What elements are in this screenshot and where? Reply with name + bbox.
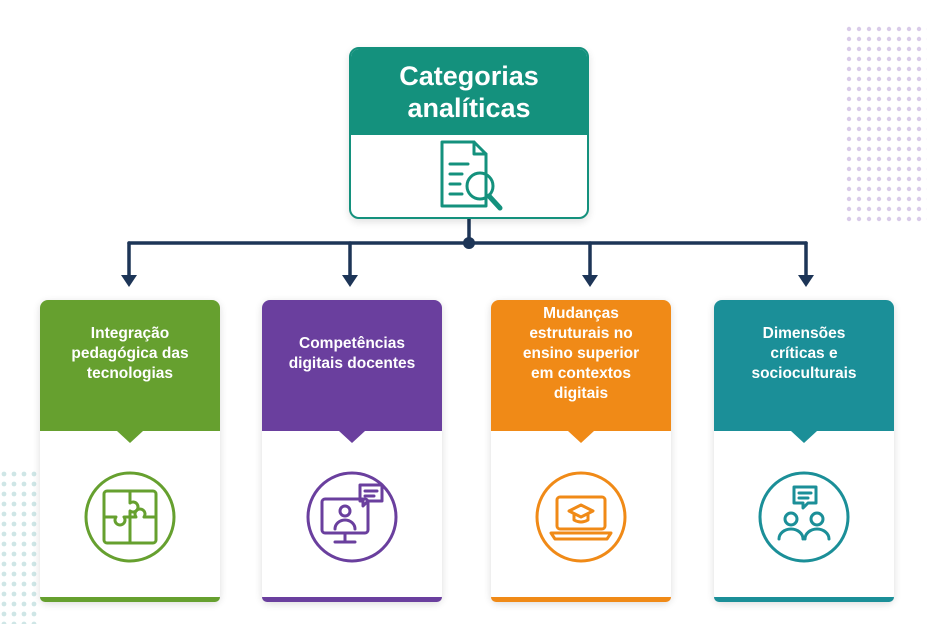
category-label-line: Competências bbox=[299, 334, 405, 352]
category-card-header: Competências digitais docentes bbox=[262, 300, 442, 443]
category-label-line: estruturais no bbox=[529, 324, 633, 342]
category-label-line: pedagógica das bbox=[71, 344, 189, 362]
decorative-dots-bottom-left bbox=[0, 470, 40, 624]
arrowhead bbox=[798, 275, 814, 287]
category-label-line: socioculturais bbox=[751, 364, 857, 382]
category-card-header: Integração pedagógica das tecnologias bbox=[40, 300, 220, 443]
category-label-line: Dimensões bbox=[762, 324, 846, 342]
category-label-line: Integração bbox=[90, 324, 170, 342]
online-teacher-icon bbox=[306, 471, 398, 562]
root-category-box: Categorias analíticas bbox=[349, 47, 589, 219]
category-label: Mudanças estruturais no ensino superior … bbox=[523, 304, 639, 404]
junction-dot bbox=[463, 237, 475, 249]
category-label-line: digitais docentes bbox=[288, 354, 416, 372]
category-card-integracao: Integração pedagógica das tecnologias bbox=[40, 300, 220, 602]
discussion-group-icon bbox=[758, 471, 850, 562]
category-label: Dimensões críticas e socioculturais bbox=[751, 324, 856, 384]
category-card-dimensoes: Dimensões críticas e socioculturais bbox=[714, 300, 894, 602]
arrowhead bbox=[582, 275, 598, 287]
category-label-line: tecnologias bbox=[86, 364, 174, 382]
category-card-header: Mudanças estruturais no ensino superior … bbox=[491, 300, 671, 443]
category-card-mudancas: Mudanças estruturais no ensino superior … bbox=[491, 300, 671, 602]
laptop-graduation-icon bbox=[535, 471, 627, 562]
root-title-line2: analíticas bbox=[407, 93, 531, 123]
category-card-header: Dimensões críticas e socioculturais bbox=[714, 300, 894, 443]
arrowhead bbox=[342, 275, 358, 287]
category-label-line: digitais bbox=[553, 384, 609, 402]
root-title-line1: Categorias bbox=[399, 61, 539, 91]
puzzle-icon bbox=[84, 471, 176, 562]
category-label-line: ensino superior bbox=[522, 344, 640, 362]
document-search-icon bbox=[440, 140, 503, 211]
decorative-dots-top-right bbox=[845, 25, 927, 225]
arrowhead bbox=[121, 275, 137, 287]
category-label-line: Mudanças bbox=[543, 304, 619, 322]
category-label-line: críticas e bbox=[770, 344, 838, 362]
category-label: Competências digitais docentes bbox=[289, 334, 416, 374]
category-label: Integração pedagógica das tecnologias bbox=[71, 324, 188, 384]
connector-lines bbox=[121, 217, 814, 287]
root-title: Categorias analíticas bbox=[351, 49, 587, 135]
category-card-competencias: Competências digitais docentes bbox=[262, 300, 442, 602]
category-label-line: em contextos bbox=[531, 364, 631, 382]
